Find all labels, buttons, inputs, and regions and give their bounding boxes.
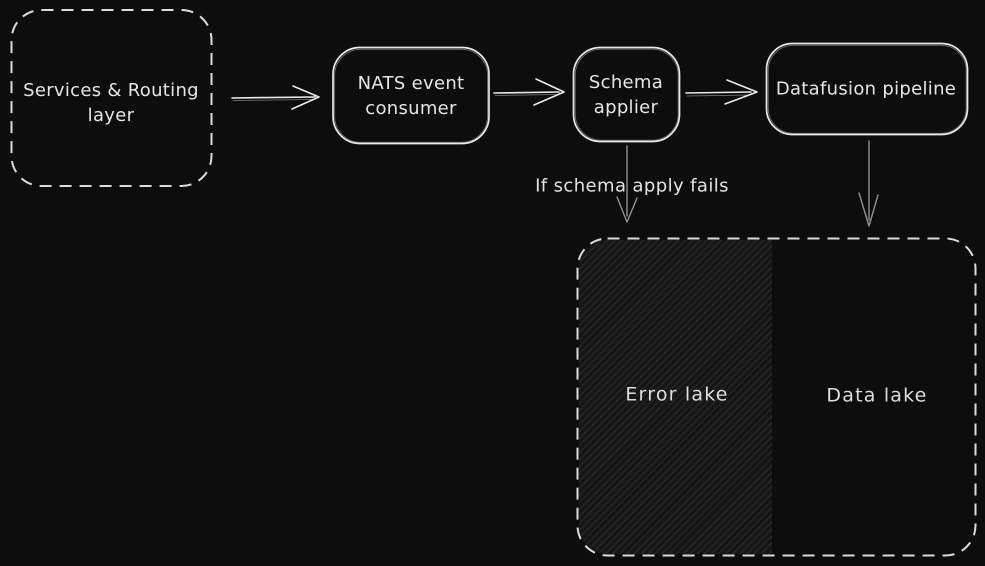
datafusion-node-label[interactable]: Datafusion pipeline [775, 78, 957, 100]
arrow-schema-to-error-lake[interactable] [616, 145, 638, 223]
schema-applier-node-label[interactable]: Schema applier [588, 72, 664, 118]
lakes-container-box[interactable] [576, 237, 977, 557]
arrow-datafusion-to-data-lake[interactable] [858, 140, 879, 227]
data-lake-label[interactable]: Data lake [826, 384, 928, 407]
error-lake-label[interactable]: Error lake [625, 383, 729, 406]
services-routing-node-box[interactable] [10, 9, 213, 187]
schema-fail-annotation[interactable]: If schema apply fails [535, 175, 729, 197]
arrow-nats-to-schema[interactable] [493, 78, 565, 106]
arrow-schema-to-datafusion[interactable] [685, 79, 758, 105]
error-lake-hachure-fill[interactable] [579, 240, 772, 554]
datafusion-node-box[interactable] [765, 42, 969, 136]
arrow-services-to-nats[interactable] [231, 85, 320, 110]
nats-node-box[interactable] [332, 46, 490, 145]
services-routing-node-label[interactable]: Services & Routing layer [23, 80, 199, 126]
schema-applier-node-box[interactable] [572, 46, 681, 143]
nats-node-label[interactable]: NATS event consumer [357, 73, 465, 119]
